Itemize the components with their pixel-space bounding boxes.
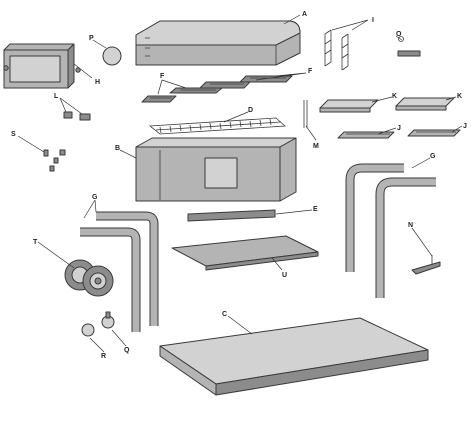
part-r-caster-cap (81, 323, 95, 337)
part-s-hardware (43, 149, 66, 172)
part-c-bottom-tray (159, 317, 429, 396)
part-g-legs-left (80, 211, 159, 332)
callout-l: L (54, 93, 59, 100)
callout-q: Q (124, 347, 130, 354)
part-p-emblem (102, 46, 122, 66)
part-f-grates (141, 75, 293, 103)
callout-d: D (248, 107, 253, 114)
callout-u: U (282, 272, 287, 279)
part-e-bar (187, 209, 276, 222)
part-g-legs-right (345, 163, 436, 298)
part-i-hooks (324, 29, 349, 71)
callout-i: I (372, 17, 374, 24)
callout-f-2: F (308, 68, 313, 75)
part-a-hood (135, 20, 301, 66)
callout-g-right: G (430, 153, 436, 160)
callout-j-1: J (397, 125, 401, 132)
part-o-bracket (397, 36, 421, 57)
callout-e: E (313, 206, 318, 213)
part-b-firebox (135, 137, 297, 202)
part-l-brackets (63, 111, 91, 121)
leader-lines (17, 14, 463, 353)
callout-k-1: K (392, 93, 397, 100)
part-u-shelf (171, 235, 319, 271)
callout-m: M (313, 143, 319, 150)
part-m-rod (303, 100, 308, 128)
part-k-plates (319, 97, 455, 113)
callout-t: T (33, 239, 38, 246)
part-n-foot-bracket (411, 255, 441, 275)
part-t-wheels (64, 259, 114, 297)
callout-o: O (396, 31, 402, 38)
callout-r: R (101, 353, 106, 360)
callout-a: A (302, 11, 307, 18)
part-d-warming-rack (148, 117, 286, 135)
callout-c: C (222, 311, 227, 318)
callout-j-2: J (463, 123, 467, 130)
callout-g-left: G (92, 194, 98, 201)
callout-n: N (408, 222, 413, 229)
part-q-caster (101, 311, 115, 329)
callout-labels: A P H I O F F L D M K K J J S B G G E T … (11, 11, 467, 360)
part-h-control-panel (3, 43, 81, 89)
callout-h: H (95, 79, 100, 86)
callout-b: B (115, 145, 120, 152)
callout-f-1: F (160, 73, 165, 80)
callout-p: P (89, 35, 94, 42)
callout-k-2: K (457, 93, 462, 100)
callout-s: S (11, 131, 16, 138)
